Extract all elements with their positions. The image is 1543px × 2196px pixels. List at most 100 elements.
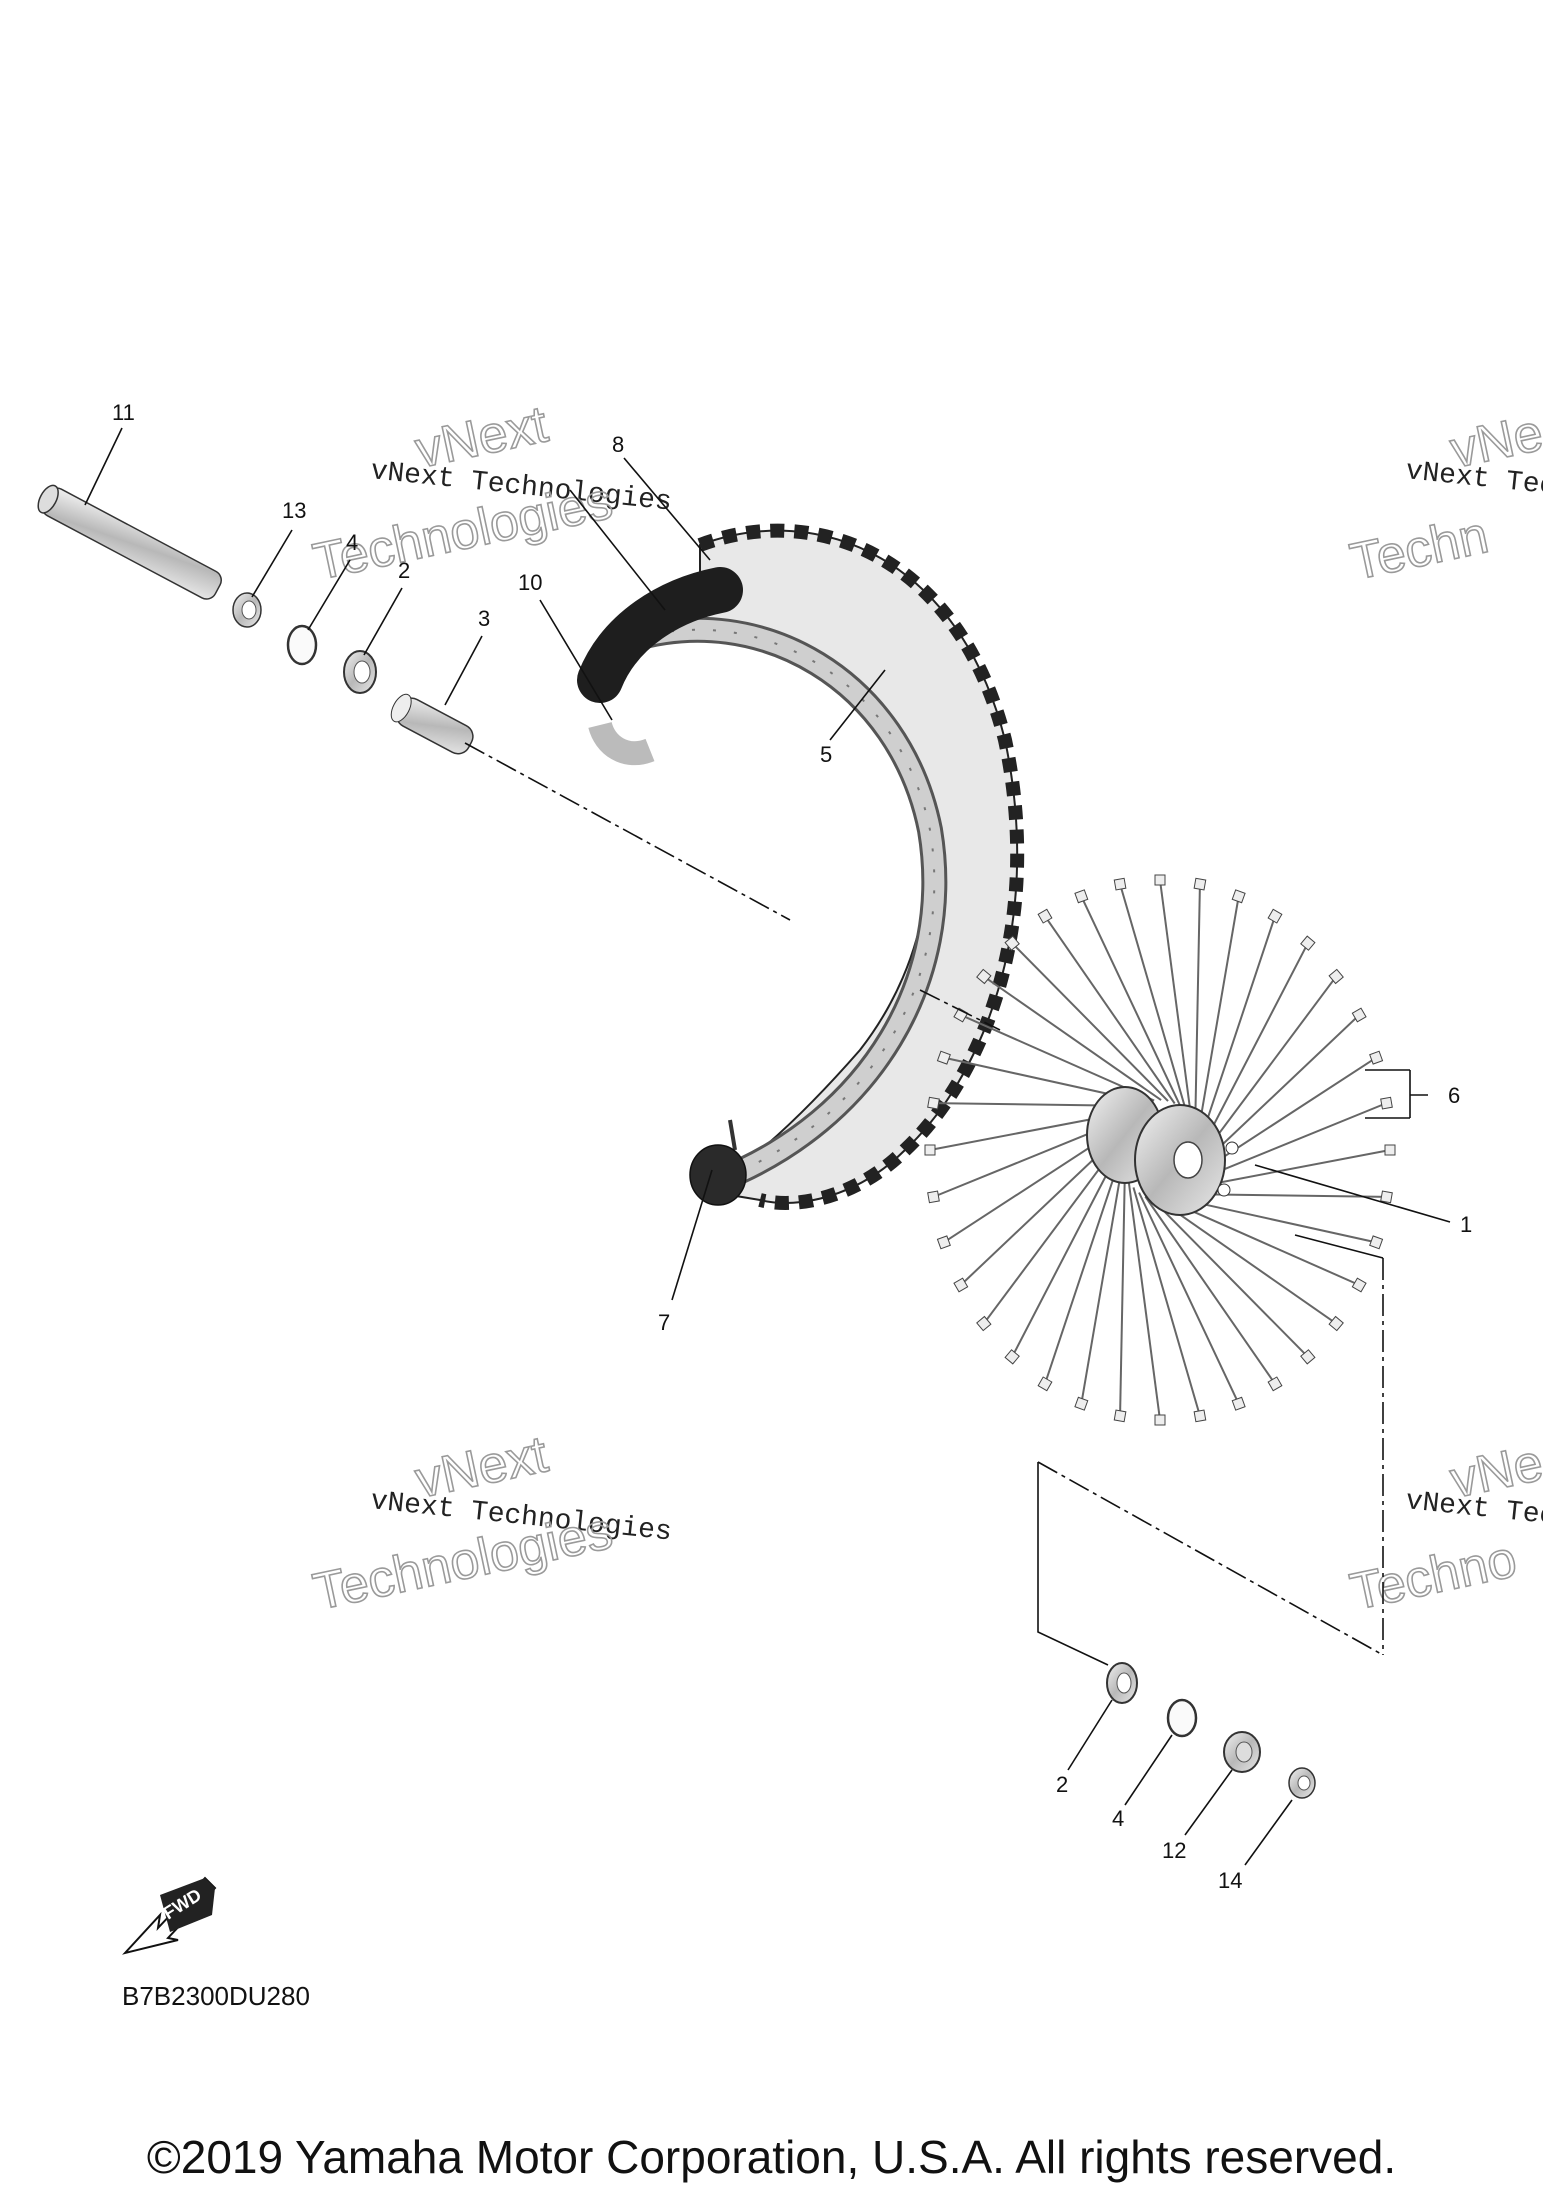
spoke-nipple (1154, 1414, 1166, 1426)
callout-4-lower: 4 (1112, 1806, 1124, 1831)
spoke (983, 975, 1162, 1101)
callout-8: 8 (612, 432, 624, 457)
callout-10: 10 (518, 570, 542, 595)
watermark-top-left: vNext Technologies vNext Technologies (308, 394, 673, 592)
bracket-line (1037, 1462, 1109, 1666)
watermark-bottom-right: vNext Tec vNe Techno (1345, 1433, 1543, 1623)
spoke (1011, 1148, 1121, 1358)
spoke (1196, 896, 1240, 1135)
spoke-nipple (1380, 1190, 1393, 1204)
spoke-nipple (1193, 877, 1207, 891)
spoke-nipple (1004, 1349, 1020, 1365)
axle-part (37, 484, 222, 600)
spoke-nipple (953, 1277, 969, 1293)
spoke-nipple (927, 1096, 940, 1110)
spoke-nipple (1037, 908, 1053, 924)
diagram-code: B7B2300DU280 (122, 1981, 310, 2011)
spoke-nipple (936, 1050, 951, 1065)
callout-11: 11 (112, 400, 135, 425)
callout-2-lower: 2 (1056, 1772, 1068, 1797)
watermark-top-right: vNext Tec vNe Techn (1345, 403, 1543, 593)
callout-13: 13 (282, 498, 306, 523)
collar-part-13 (232, 592, 262, 628)
forward-arrow-icon: FWD (122, 1876, 217, 1955)
spoke-nipple (1351, 1007, 1367, 1023)
bearing-part-2 (343, 650, 377, 694)
spoke (1159, 879, 1193, 1120)
spoke (1044, 1157, 1122, 1385)
spoke-nipple (1113, 877, 1127, 891)
leader-lines (84, 427, 1451, 1866)
spoke (1080, 895, 1182, 1108)
spoke-nipple (1193, 1409, 1207, 1423)
spoke (1119, 1173, 1126, 1416)
spoke-nipple (927, 1190, 940, 1204)
spoke-nipple (1231, 1396, 1246, 1411)
assembly-line (919, 989, 1001, 1031)
spoke (1044, 915, 1176, 1105)
hub-part-1 (1086, 1086, 1239, 1216)
oil-seal-part-4 (286, 624, 318, 666)
spoke (1165, 1198, 1360, 1286)
oil-seal-part-4-lower (1166, 1698, 1198, 1738)
callout-1: 1 (1460, 1212, 1472, 1237)
spoke-nipple (1351, 1277, 1367, 1293)
copyright-notice: ©2019 Yamaha Motor Corporation, U.S.A. A… (146, 2131, 1397, 2183)
spoke (1080, 1165, 1124, 1404)
spoke-nipple (1004, 935, 1020, 951)
spoke (1199, 942, 1309, 1152)
spacer-part-3 (390, 693, 474, 755)
spoke-nipple (1074, 889, 1089, 904)
watermark-bottom-left: vNext Technologies vNext Technologies (308, 1424, 673, 1622)
callout-5: 5 (820, 742, 832, 767)
callout-6: 6 (1448, 1083, 1460, 1108)
spoke-nipple (1154, 874, 1166, 886)
collar-part-14 (1288, 1767, 1316, 1799)
spoke-nipple (1369, 1050, 1384, 1065)
spoke (1198, 975, 1337, 1161)
watermark-line: Techn (1345, 506, 1493, 592)
callouts: 11 13 4 2 3 10 8 5 6 1 7 2 4 12 14 (112, 400, 1472, 1893)
spoke (1158, 1199, 1337, 1325)
spoke (1196, 1014, 1360, 1170)
spoke-nipple (1369, 1235, 1384, 1250)
spoke-nipple (1231, 889, 1246, 904)
watermark-line: vNext (410, 395, 553, 479)
spoke (1011, 942, 1169, 1102)
spoke-nipple (1267, 1376, 1283, 1392)
bracket-line (1294, 1234, 1384, 1259)
callout-7: 7 (658, 1310, 670, 1335)
spoke-nipple (1267, 908, 1283, 924)
callout-4: 4 (346, 530, 358, 555)
spoke (1144, 1195, 1276, 1385)
spoke-nipple (1037, 1376, 1053, 1392)
spoke-nipple (1300, 1349, 1316, 1365)
spoke (1127, 1180, 1161, 1421)
callout-14: 14 (1218, 1868, 1242, 1893)
spoke-nipple (976, 968, 992, 985)
spoke-nipple (1113, 1409, 1127, 1423)
spoke-nipple (1380, 1096, 1393, 1110)
spoke-nipple (924, 1144, 936, 1156)
spoke (1138, 1192, 1240, 1405)
callout-2: 2 (398, 558, 410, 583)
spoke (983, 1139, 1122, 1325)
watermark-line: Techno (1345, 1530, 1521, 1622)
spoke-nipple (1300, 935, 1316, 951)
spoke-nipple (1328, 1315, 1344, 1332)
bearing-part-2-lower (1106, 1662, 1138, 1704)
watermark-line: vNext (410, 1425, 553, 1509)
spoke-nipple (1074, 1396, 1089, 1411)
bearing-part-12 (1223, 1731, 1261, 1773)
assembly-line (464, 742, 791, 921)
callout-3: 3 (478, 606, 490, 631)
spoke-nipple (976, 1315, 992, 1332)
spoke-nipple (1328, 968, 1344, 985)
spoke (1151, 1198, 1309, 1358)
assembly-line (1037, 1461, 1384, 1656)
spoke (1194, 884, 1201, 1127)
spoke-nipple (1384, 1144, 1396, 1156)
spoke (1119, 883, 1188, 1113)
spoke (1132, 1187, 1201, 1417)
